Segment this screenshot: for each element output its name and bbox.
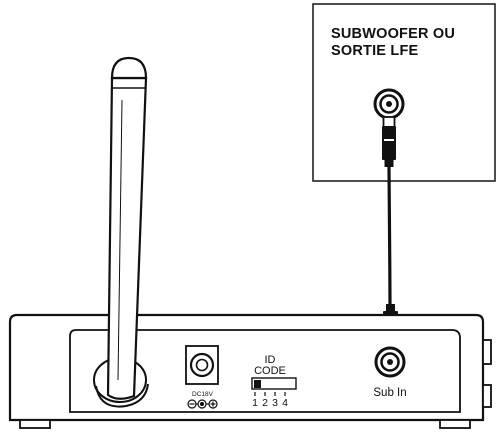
right-foot [439, 419, 471, 429]
dip-switch-1-icon [254, 380, 261, 388]
source-device-outline [312, 3, 496, 182]
dip-number-2: 2 [262, 397, 268, 409]
dip-number-4: 4 [282, 397, 288, 409]
side-connector-top [482, 339, 492, 365]
rca-plug-top-icon [382, 116, 396, 167]
side-connector-bottom [482, 384, 492, 408]
source-title-line1: SUBWOOFER OU [331, 26, 455, 42]
sub-in-label: Sub In [373, 387, 406, 399]
antenna-icon [93, 56, 149, 408]
dip-number-1: 1 [252, 397, 258, 409]
left-foot [19, 419, 51, 429]
polarity-symbol-icon [187, 399, 218, 409]
receiver-unit [8, 313, 492, 429]
dip-switch-body [251, 377, 297, 390]
id-code-label-line2: CODE [254, 365, 286, 377]
rca-cable [387, 166, 392, 306]
lfe-output-jack-icon [373, 88, 405, 120]
dc-power-jack: DC18V [185, 345, 219, 409]
back-panel-recess [69, 329, 461, 413]
source-device-box: SUBWOOFER OU SORTIE LFE [312, 3, 496, 182]
id-code-label-line1: ID [265, 354, 276, 366]
source-title-line2: SORTIE LFE [331, 43, 419, 59]
id-code-switch: ID CODE 1 2 3 4 [251, 354, 297, 409]
dc-voltage-label: DC18V [192, 391, 214, 398]
dip-number-3: 3 [272, 397, 278, 409]
sub-in-jack: Sub In [373, 346, 407, 399]
